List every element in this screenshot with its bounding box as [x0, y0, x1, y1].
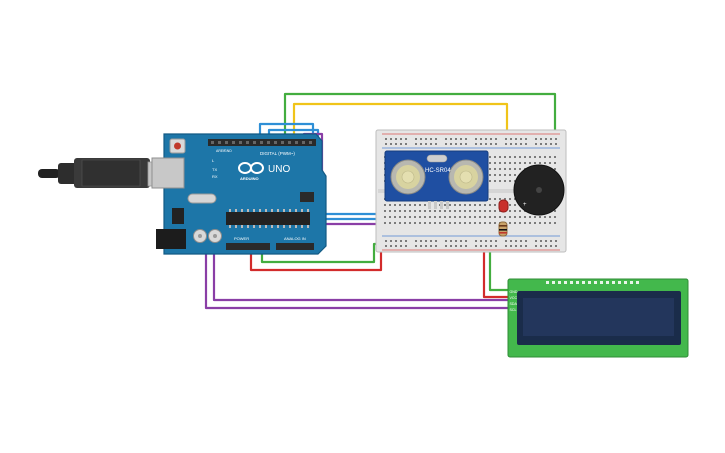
- power-header-label: POWER: [234, 236, 249, 241]
- piezo-buzzer[interactable]: +: [513, 164, 565, 216]
- lcd-header-pin: [618, 281, 621, 284]
- led-body: [498, 199, 509, 213]
- usb-cable-tip: [38, 169, 60, 178]
- usb-cable-body: [58, 163, 78, 184]
- reset-button-cap: [174, 142, 181, 150]
- atmega-chip-pins: [229, 209, 309, 228]
- ultrasonic-sensor[interactable]: HC-SR04: [384, 150, 489, 209]
- lcd-header-pin: [624, 281, 627, 284]
- ultrasonic-pins: [428, 201, 449, 209]
- lcd-header-pin: [636, 281, 639, 284]
- atmega-chip: [226, 212, 310, 225]
- lcd-header-pins: [546, 281, 639, 284]
- gnd-label: GND: [224, 149, 232, 153]
- digital-header-pins: [211, 141, 312, 144]
- aref-label: AREF: [216, 149, 225, 153]
- ultrasonic-crystal: [426, 154, 448, 163]
- icsp-header: [300, 192, 314, 202]
- wire-purple-lcd-scl[interactable]: [204, 248, 510, 310]
- rx-led-label: RX: [212, 174, 218, 179]
- tx-led-label: TX: [212, 167, 217, 172]
- analog-header: [276, 243, 314, 250]
- wire-blue-trig[interactable]: [258, 122, 442, 216]
- lcd-header-pin: [582, 281, 585, 284]
- wire-red-lcd-vcc[interactable]: [482, 248, 510, 299]
- lcd-header-pin: [588, 281, 591, 284]
- crystal-oscillator: [187, 193, 217, 204]
- l-led-label: L: [212, 158, 215, 163]
- buzzer-plus-sign: +: [523, 202, 527, 208]
- voltage-regulator: [172, 208, 184, 224]
- arduino-logo: [238, 162, 264, 174]
- lcd-screen: [523, 298, 674, 336]
- analog-header-label: ANALOG IN: [284, 236, 306, 241]
- lcd-header-pin: [576, 281, 579, 284]
- lcd-pin-scl: SCL: [510, 308, 517, 312]
- lcd-header-pin: [552, 281, 555, 284]
- arduino-model-label: UNO: [268, 164, 290, 175]
- lcd-header-pin: [612, 281, 615, 284]
- lcd-header-pin: [630, 281, 633, 284]
- usb-b-socket[interactable]: [151, 157, 185, 189]
- digital-header-label: DIGITAL (PWM~): [260, 151, 295, 156]
- lcd-header-pin: [606, 281, 609, 284]
- lcd-pin-labels: GND VCC SDA SCL: [510, 290, 518, 312]
- lcd-pin-gnd: GND: [510, 290, 518, 294]
- lcd-header-pin: [558, 281, 561, 284]
- arduino-brand-label: ARDUINO: [240, 176, 259, 181]
- lcd-pin-vcc: VCC: [510, 296, 518, 300]
- arduino-uno-board[interactable]: DIGITAL (PWM~) AREF GND L TX RX UNO ARDU…: [151, 133, 327, 255]
- dc-barrel-jack[interactable]: [156, 229, 186, 249]
- usb-plug-grip: [81, 159, 141, 187]
- lcd-header-pin: [594, 281, 597, 284]
- lcd-display[interactable]: GND VCC SDA SCL: [507, 278, 689, 358]
- lcd-header-pin: [546, 281, 549, 284]
- wires: [204, 92, 557, 310]
- wire-purple-lcd-sda[interactable]: [212, 248, 510, 302]
- lcd-header-pin: [570, 281, 573, 284]
- resistor[interactable]: [498, 221, 508, 237]
- wire-green-lcd-gnd[interactable]: [488, 242, 510, 292]
- power-header: [226, 243, 270, 250]
- ultrasonic-label: HC-SR04: [425, 168, 451, 174]
- lcd-header-pin: [564, 281, 567, 284]
- lcd-pin-sda: SDA: [510, 302, 518, 306]
- wire-blue-echo[interactable]: [267, 128, 450, 221]
- led[interactable]: [498, 199, 509, 213]
- lcd-header-pin: [600, 281, 603, 284]
